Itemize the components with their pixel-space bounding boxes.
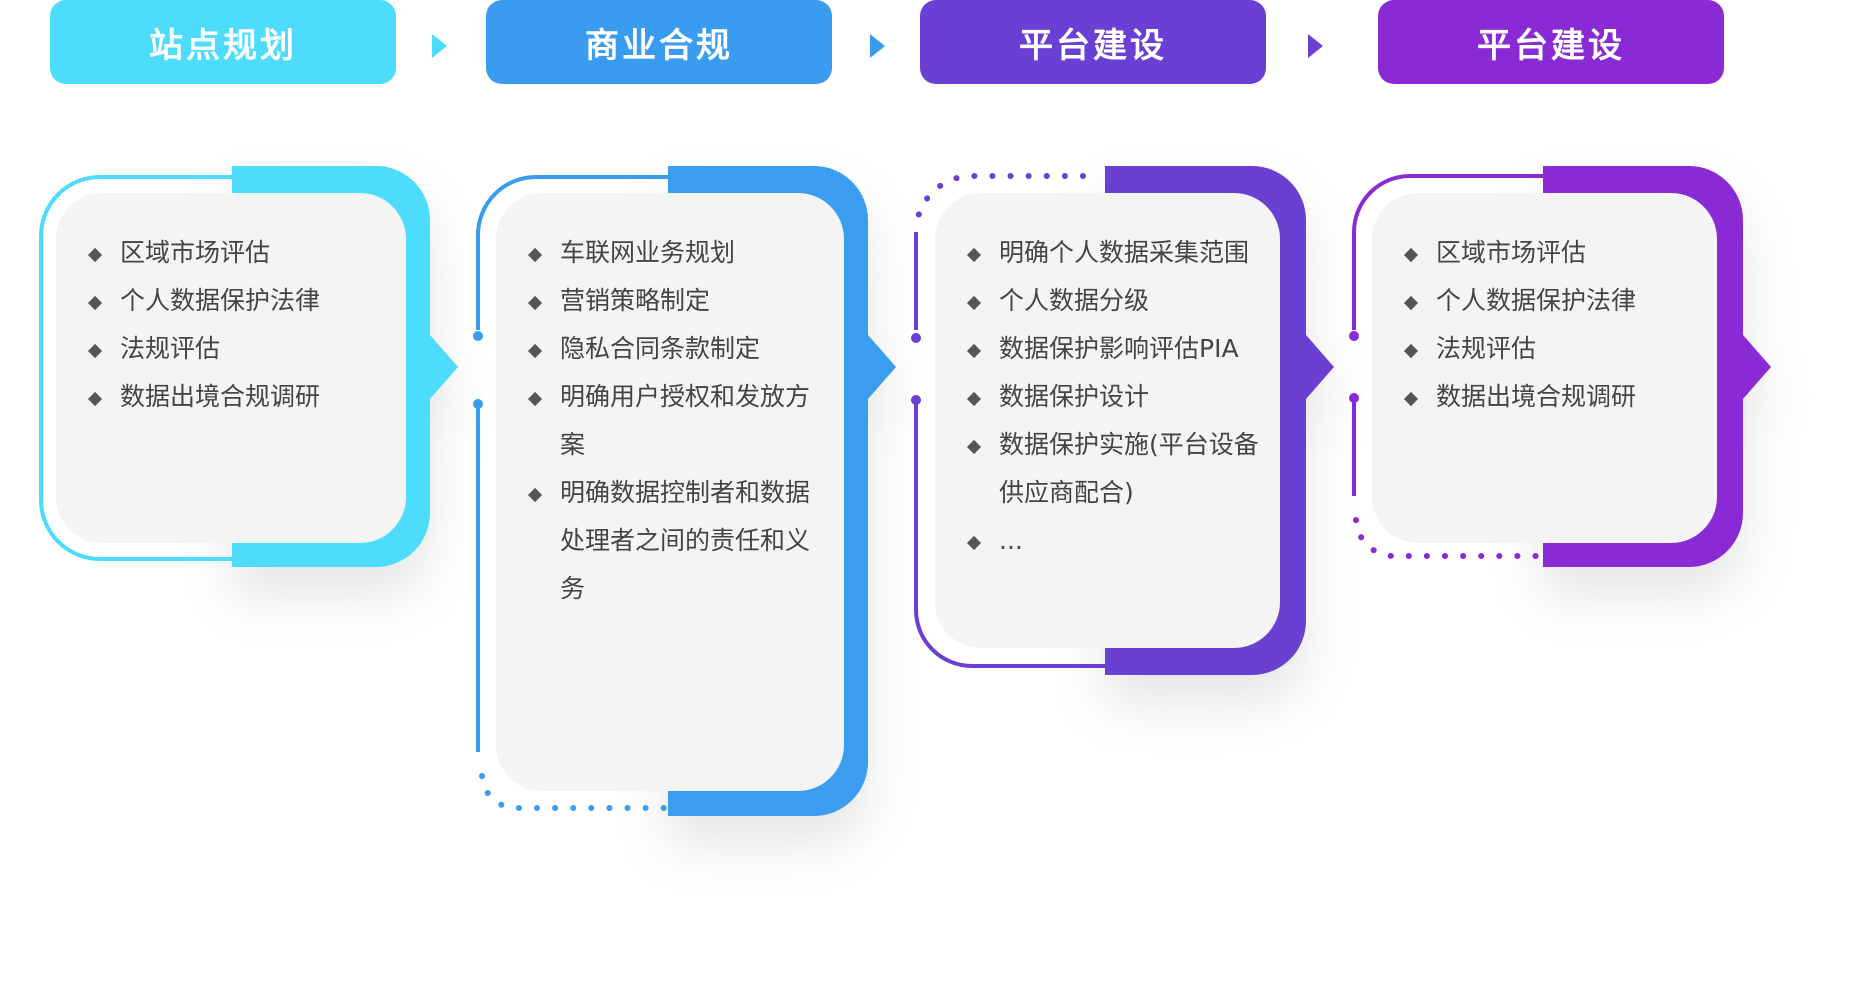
flow-arrow-icon [432, 34, 447, 58]
list-item: 数据保护影响评估PIA [966, 325, 1260, 373]
list-item-text: 数据保护设计 [999, 382, 1150, 411]
list-item-text: 数据保护实施(平台设备供应商配合) [999, 430, 1259, 507]
diamond-icon [527, 343, 543, 359]
diamond-icon [1403, 391, 1419, 407]
list-item-text: 法规评估 [120, 334, 221, 363]
step-2-title: 商业合规 [585, 25, 733, 66]
list-item: 区域市场评估 [1403, 229, 1717, 277]
list-item: 明确用户授权和发放方案 [527, 373, 820, 469]
diamond-icon [1403, 343, 1419, 359]
list-item-text: 隐私合同条款制定 [560, 334, 761, 363]
diamond-icon [966, 439, 982, 455]
flow-arrow-icon [1308, 34, 1323, 58]
step-4-title: 平台建设 [1477, 25, 1625, 66]
step-3-node [911, 395, 921, 405]
step-2-card: 车联网业务规划 营销策略制定 隐私合同条款制定 明确用户授权和发放方案 明确数据… [496, 193, 844, 791]
diamond-icon [87, 391, 103, 407]
step-1-list: 区域市场评估 个人数据保护法律 法规评估 数据出境合规调研 [56, 193, 406, 421]
list-item-text: 个人数据保护法律 [120, 286, 321, 315]
step-3-list: 明确个人数据采集范围 个人数据分级 数据保护影响评估PIA 数据保护设计 数据保… [935, 193, 1280, 565]
list-item-text: 营销策略制定 [560, 286, 711, 315]
list-item-text: ... [999, 526, 1023, 555]
list-item-text: 车联网业务规划 [560, 238, 736, 267]
list-item-text: 数据出境合规调研 [1436, 382, 1637, 411]
list-item-text: 个人数据分级 [999, 286, 1150, 315]
diamond-icon [527, 295, 543, 311]
step-4-dotted-outline [1353, 517, 1546, 560]
diamond-icon [527, 391, 543, 407]
step-1-title: 站点规划 [149, 25, 297, 66]
step-4-header: 平台建设 [1378, 0, 1724, 84]
list-item-text: 明确用户授权和发放方案 [560, 382, 811, 459]
list-item: 个人数据保护法律 [1403, 277, 1717, 325]
list-item: 隐私合同条款制定 [527, 325, 820, 373]
step-1-card: 区域市场评估 个人数据保护法律 法规评估 数据出境合规调研 [56, 193, 406, 543]
list-item: ... [966, 517, 1260, 565]
diamond-icon [87, 343, 103, 359]
list-item-text: 区域市场评估 [120, 238, 271, 267]
step-1-header: 站点规划 [50, 0, 396, 84]
diamond-icon [966, 343, 982, 359]
list-item-text: 数据出境合规调研 [120, 382, 321, 411]
diamond-icon [966, 391, 982, 407]
step-2-list: 车联网业务规划 营销策略制定 隐私合同条款制定 明确用户授权和发放方案 明确数据… [496, 193, 844, 613]
diamond-icon [966, 247, 982, 263]
diamond-icon [1403, 295, 1419, 311]
step-4-card: 区域市场评估 个人数据保护法律 法规评估 数据出境合规调研 [1372, 193, 1717, 543]
diamond-icon [966, 295, 982, 311]
list-item: 数据保护设计 [966, 373, 1260, 421]
step-2-node [473, 331, 483, 341]
diamond-icon [1403, 247, 1419, 263]
diamond-icon [87, 295, 103, 311]
step-3-card: 明确个人数据采集范围 个人数据分级 数据保护影响评估PIA 数据保护设计 数据保… [935, 193, 1280, 648]
list-item: 个人数据保护法律 [87, 277, 406, 325]
list-item-text: 数据保护影响评估PIA [999, 334, 1239, 363]
step-3-title: 平台建设 [1019, 25, 1167, 66]
list-item: 个人数据分级 [966, 277, 1260, 325]
diamond-icon [527, 247, 543, 263]
list-item: 明确数据控制者和数据处理者之间的责任和义务 [527, 469, 820, 613]
list-item: 车联网业务规划 [527, 229, 820, 277]
list-item-text: 法规评估 [1436, 334, 1537, 363]
list-item: 法规评估 [1403, 325, 1717, 373]
list-item: 数据保护实施(平台设备供应商配合) [966, 421, 1260, 517]
list-item-text: 个人数据保护法律 [1436, 286, 1637, 315]
list-item: 数据出境合规调研 [87, 373, 406, 421]
step-3-node [911, 333, 921, 343]
list-item-text: 明确数据控制者和数据处理者之间的责任和义务 [560, 478, 811, 603]
step-3-outline-bottom [914, 404, 1105, 668]
step-2-header: 商业合规 [486, 0, 832, 84]
list-item: 区域市场评估 [87, 229, 406, 277]
list-item: 营销策略制定 [527, 277, 820, 325]
list-item: 数据出境合规调研 [1403, 373, 1717, 421]
list-item-text: 区域市场评估 [1436, 238, 1587, 267]
step-4-list: 区域市场评估 个人数据保护法律 法规评估 数据出境合规调研 [1372, 193, 1717, 421]
list-item: 明确个人数据采集范围 [966, 229, 1260, 277]
step-1-outline [39, 175, 232, 561]
step-2-outline-top [476, 175, 668, 330]
step-4-node [1349, 393, 1359, 403]
flow-arrow-icon [870, 34, 885, 58]
step-2-node [473, 399, 483, 409]
diamond-icon [527, 487, 543, 503]
step-4-outline-top [1352, 174, 1543, 330]
diamond-icon [966, 535, 982, 551]
list-item: 法规评估 [87, 325, 406, 373]
list-item-text: 明确个人数据采集范围 [999, 238, 1250, 267]
step-4-node [1349, 331, 1359, 341]
step-3-header: 平台建设 [920, 0, 1266, 84]
diamond-icon [87, 247, 103, 263]
